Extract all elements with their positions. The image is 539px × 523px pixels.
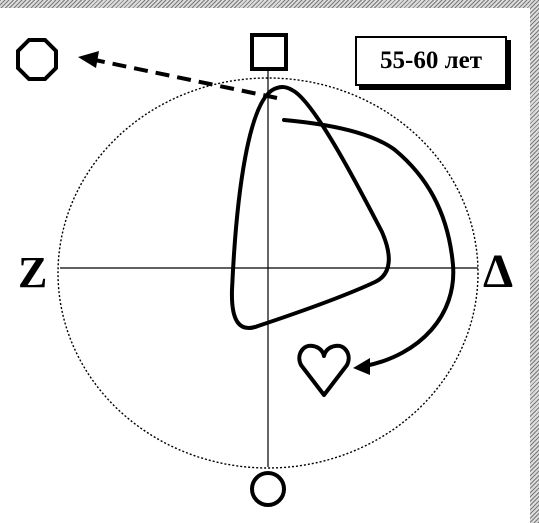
octagon-icon (16, 38, 58, 81)
dashed-arrow-line (94, 58, 278, 100)
age-label: 55-60 лет (355, 36, 507, 86)
circle-icon (250, 471, 286, 507)
dashed-arrow-head (78, 51, 99, 68)
heart-icon (297, 343, 351, 397)
top-border (0, 0, 539, 8)
axis-label-left: Z (18, 248, 48, 297)
curved-arrow-line (282, 118, 456, 368)
right-border (530, 0, 539, 523)
outer-circle (57, 77, 479, 469)
loop-trajectory (229, 84, 391, 330)
curved-arrow-head (353, 358, 370, 375)
axis-label-right: Δ (483, 245, 514, 298)
square-icon (250, 33, 288, 71)
